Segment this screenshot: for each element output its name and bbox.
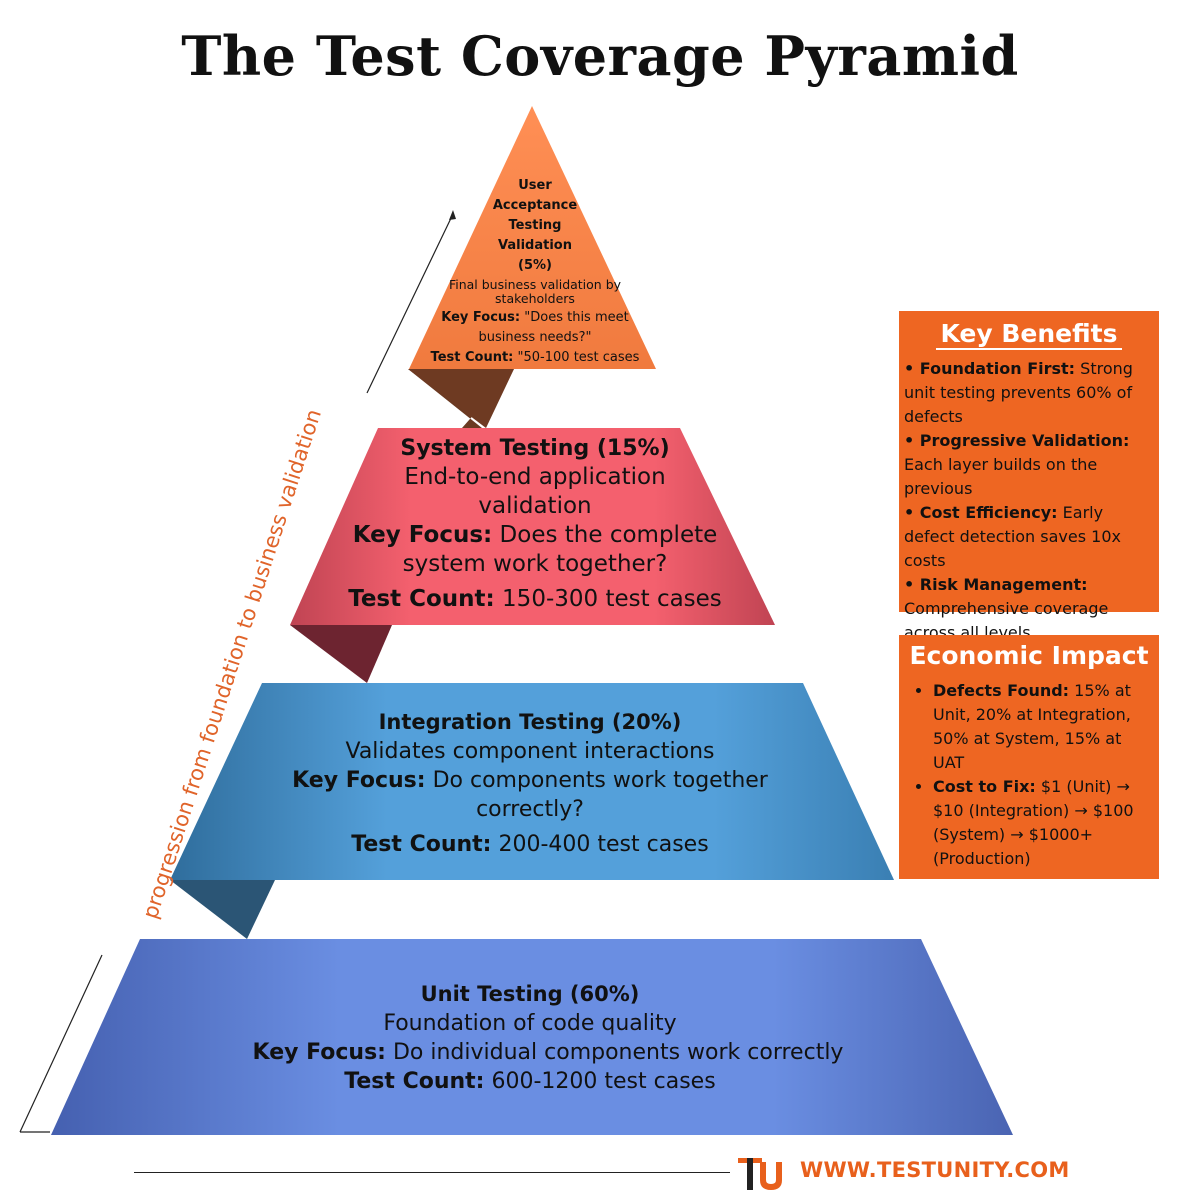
uat-layer-text: User Acceptance Testing Validation (5%) … bbox=[431, 176, 640, 368]
economic-item: Cost to Fix: $1 (Unit) → $10 (Integratio… bbox=[933, 775, 1153, 871]
uat-description: Final business validation by stakeholder… bbox=[448, 277, 622, 306]
integration-description: Validates component interactions bbox=[345, 739, 715, 764]
economic-item: Defects Found: 15% at Unit, 20% at Integ… bbox=[933, 679, 1153, 775]
progression-arrow-head bbox=[449, 210, 456, 220]
uat-focus: Key Focus: "Does this meet business need… bbox=[441, 310, 629, 345]
system-layer-text: System Testing (15%) End-to-end applicat… bbox=[320, 434, 750, 614]
key-benefits-title: Key Benefits bbox=[936, 319, 1122, 350]
system-heading: System Testing (15%) bbox=[400, 436, 670, 461]
economic-impact-box: Economic Impact Defects Found: 15% at Un… bbox=[899, 635, 1159, 879]
system-layer-fold bbox=[290, 625, 392, 683]
uat-layer bbox=[409, 106, 656, 369]
page-title: The Test Coverage Pyramid bbox=[181, 24, 1019, 88]
unit-heading: Unit Testing (60%) bbox=[420, 982, 640, 1006]
integration-focus: Key Focus: Do components work together c… bbox=[292, 768, 768, 822]
testunity-logo-icon bbox=[738, 1158, 782, 1190]
key-benefits-box: Key Benefits • Foundation First: Strong … bbox=[899, 311, 1159, 642]
unit-count: Test Count: 600-1200 test cases bbox=[344, 1069, 716, 1094]
system-count: Test Count: 150-300 test cases bbox=[348, 586, 722, 612]
website-link[interactable]: WWW.TESTUNITY.COM bbox=[800, 1158, 1070, 1182]
system-description: End-to-end application validation bbox=[404, 464, 666, 519]
benefit-item: • Foundation First: Strong unit testing … bbox=[904, 359, 1133, 426]
progression-line-upper bbox=[366, 213, 454, 394]
integration-layer-text: Integration Testing (20%) Validates comp… bbox=[230, 708, 830, 859]
uat-heading-1: User bbox=[518, 178, 552, 193]
system-layer bbox=[290, 428, 775, 625]
uat-heading-5: (5%) bbox=[518, 258, 552, 273]
uat-count: Test Count: "50-100 test cases bbox=[430, 350, 640, 365]
progression-line-lower bbox=[19, 954, 103, 1133]
system-focus: Key Focus: Does the complete system work… bbox=[352, 522, 718, 577]
integration-layer-fold bbox=[170, 880, 275, 939]
unit-layer-text: Unit Testing (60%) Foundation of code qu… bbox=[180, 980, 880, 1096]
footer-divider bbox=[134, 1172, 730, 1173]
uat-heading-4: Validation bbox=[498, 238, 572, 253]
unit-description: Foundation of code quality bbox=[383, 1011, 677, 1036]
benefit-item: • Progressive Validation: Each layer bui… bbox=[904, 431, 1130, 498]
unit-layer bbox=[51, 939, 1013, 1135]
uat-layer-fold-shape bbox=[408, 369, 514, 428]
integration-heading: Integration Testing (20%) bbox=[378, 710, 682, 734]
benefit-item: • Cost Efficiency: Early defect detectio… bbox=[904, 503, 1121, 570]
uat-heading-3: Testing bbox=[508, 218, 562, 233]
unit-focus: Key Focus: Do individual components work… bbox=[252, 1040, 844, 1065]
integration-count: Test Count: 200-400 test cases bbox=[351, 832, 709, 857]
economic-impact-title: Economic Impact bbox=[909, 641, 1149, 670]
uat-heading-2: Acceptance bbox=[492, 198, 578, 213]
integration-layer bbox=[170, 683, 894, 880]
